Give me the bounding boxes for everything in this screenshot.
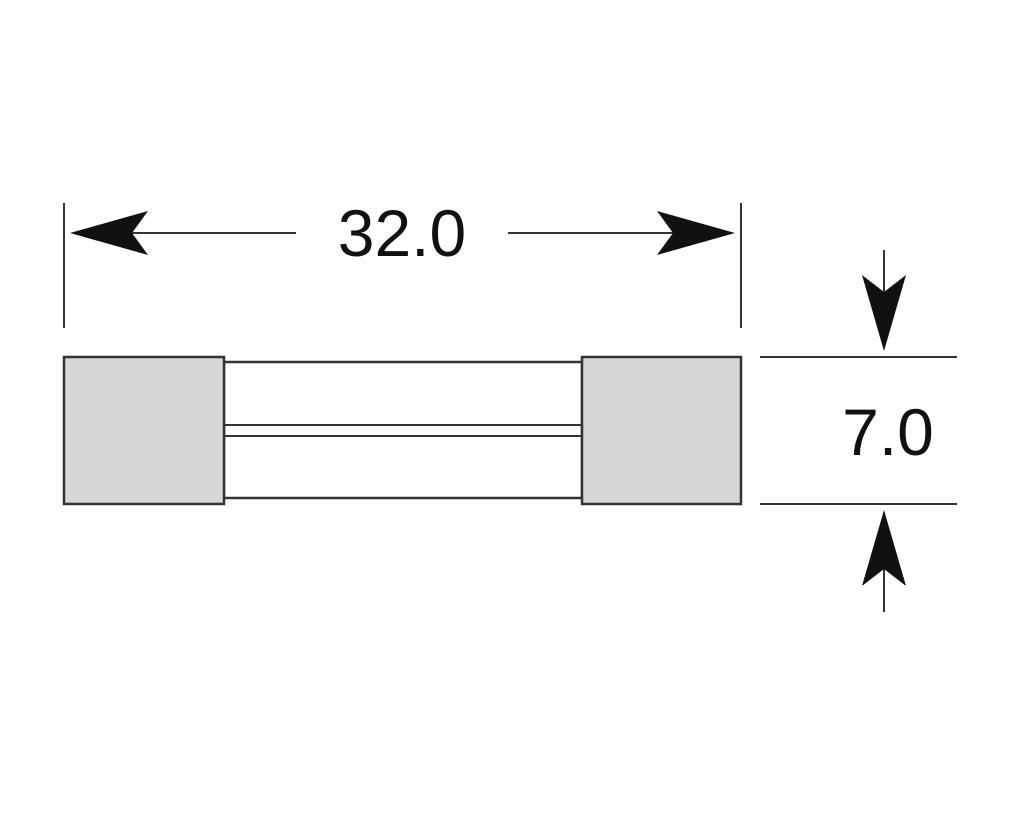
arrow-down-icon xyxy=(862,275,906,351)
fuse-end-cap-right xyxy=(580,355,743,506)
diameter-label: 7.0 xyxy=(842,395,934,469)
fuse-glass-body xyxy=(222,360,584,500)
arrow-right-icon xyxy=(657,211,735,255)
fuse-end-cap-left xyxy=(62,355,226,506)
length-label: 32.0 xyxy=(338,196,466,270)
arrow-left-icon xyxy=(70,211,148,255)
arrow-up-icon xyxy=(862,510,906,586)
